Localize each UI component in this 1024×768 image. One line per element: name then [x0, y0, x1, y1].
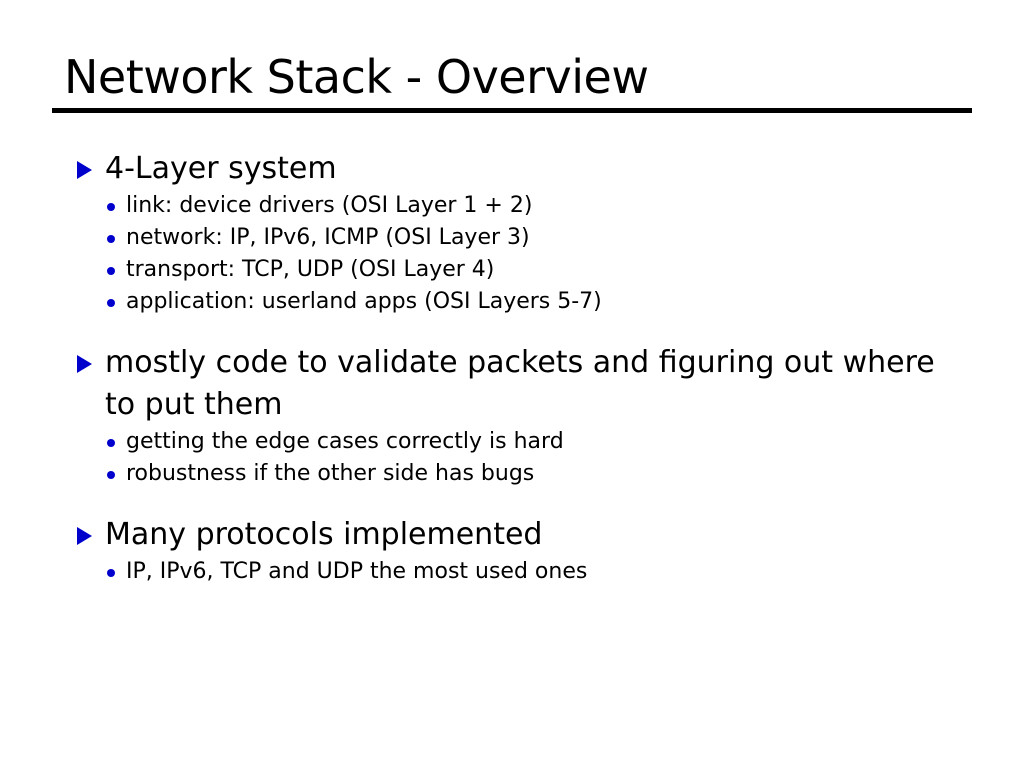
bullet-level2-label: robustness if the other side has bugs: [126, 461, 535, 486]
bullet-level2: application: userland apps (OSI Layers 5…: [77, 286, 977, 318]
bullet-group: 4-Layer system link: device drivers (OSI…: [77, 148, 977, 318]
bullet-level2-label: network: IP, IPv6, ICMP (OSI Layer 3): [126, 225, 530, 250]
triangle-right-icon: [77, 342, 105, 373]
triangle-right-icon: [77, 148, 105, 179]
bullet-level1: 4-Layer system: [77, 148, 977, 190]
dot-icon: [107, 222, 126, 243]
bullet-level1-label: mostly code to validate packets and figu…: [105, 345, 935, 422]
bullet-level2: getting the edge cases correctly is hard: [77, 426, 977, 458]
dot-icon: [107, 556, 126, 577]
bullet-level2: network: IP, IPv6, ICMP (OSI Layer 3): [77, 222, 977, 254]
bullet-level2-label: IP, IPv6, TCP and UDP the most used ones: [126, 559, 588, 584]
dot-icon: [107, 426, 126, 447]
bullet-level1: mostly code to validate packets and figu…: [77, 342, 977, 426]
bullet-level2-label: getting the edge cases correctly is hard: [126, 429, 564, 454]
bullet-level2-label: link: device drivers (OSI Layer 1 + 2): [126, 193, 533, 218]
title-underline-rule: [52, 108, 972, 113]
bullet-level2: robustness if the other side has bugs: [77, 458, 977, 490]
slide-body: 4-Layer system link: device drivers (OSI…: [77, 148, 977, 588]
bullet-level2: link: device drivers (OSI Layer 1 + 2): [77, 190, 977, 222]
bullet-level1-label: 4-Layer system: [105, 151, 337, 186]
bullet-level2: transport: TCP, UDP (OSI Layer 4): [77, 254, 977, 286]
bullet-group: Many protocols implemented IP, IPv6, TCP…: [77, 514, 977, 588]
triangle-right-icon: [77, 514, 105, 545]
bullet-level1: Many protocols implemented: [77, 514, 977, 556]
bullet-level2-label: application: userland apps (OSI Layers 5…: [126, 289, 602, 314]
dot-icon: [107, 254, 126, 275]
bullet-level1-label: Many protocols implemented: [105, 517, 543, 552]
title-block: Network Stack - Overview: [52, 50, 972, 113]
bullet-group: mostly code to validate packets and figu…: [77, 342, 977, 490]
dot-icon: [107, 286, 126, 307]
dot-icon: [107, 190, 126, 211]
slide-title: Network Stack - Overview: [64, 50, 649, 104]
dot-icon: [107, 458, 126, 479]
bullet-level2: IP, IPv6, TCP and UDP the most used ones: [77, 556, 977, 588]
bullet-level2-label: transport: TCP, UDP (OSI Layer 4): [126, 257, 495, 282]
